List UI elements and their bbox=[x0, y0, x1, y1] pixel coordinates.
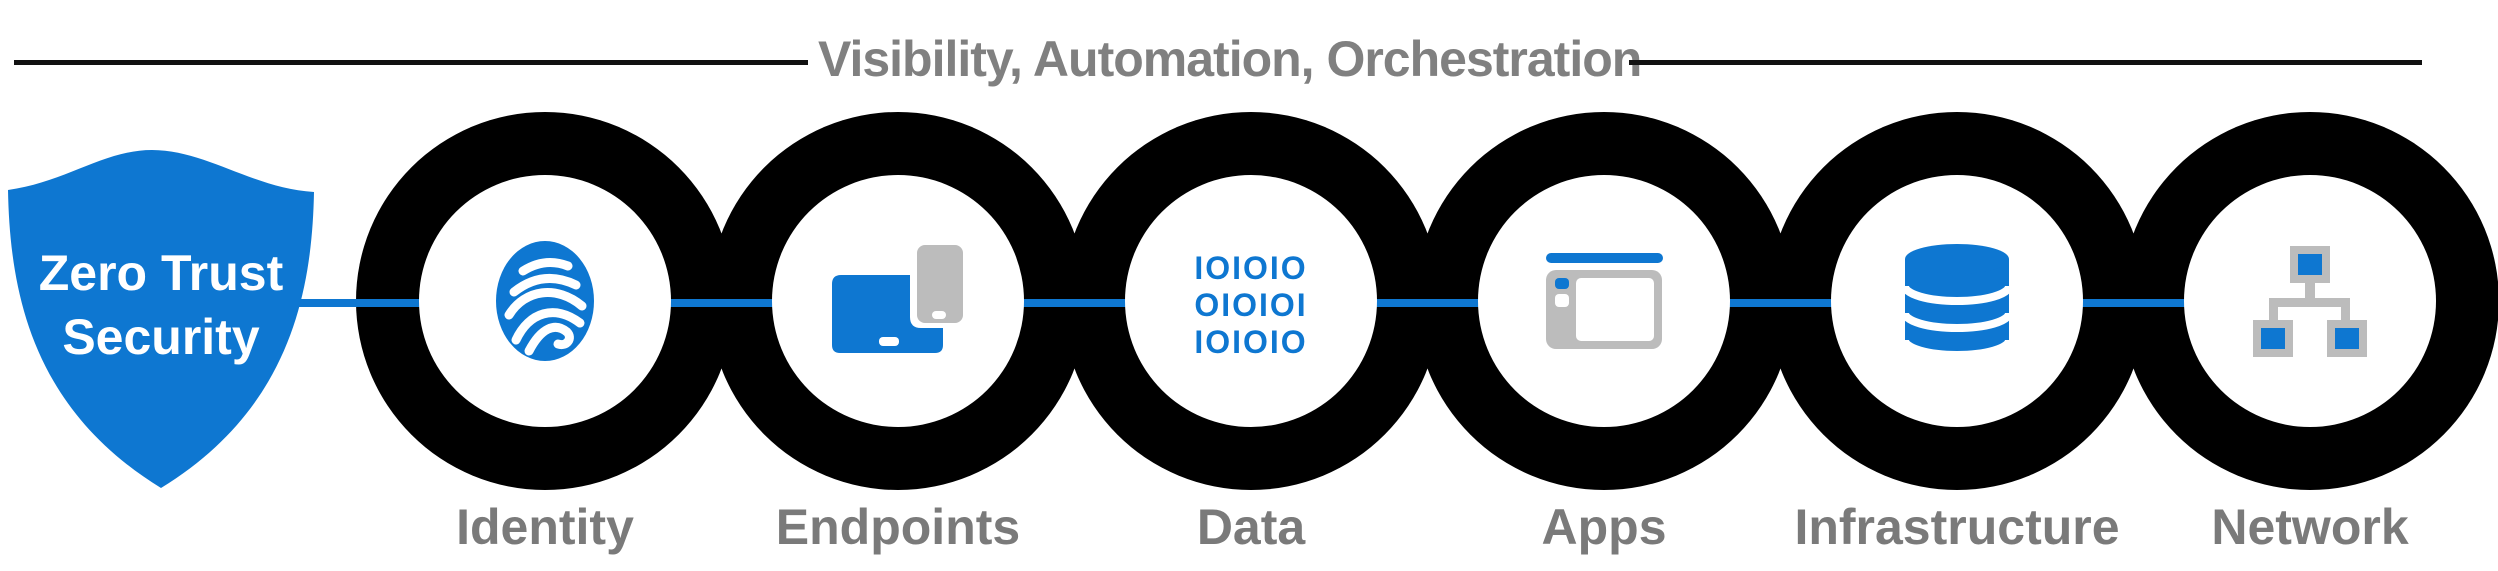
shield-text: Zero Trust Security bbox=[0, 241, 322, 369]
laptop-shape bbox=[832, 275, 943, 353]
node-label-endpoints: Endpoints bbox=[775, 499, 1021, 555]
binary-data-icon: IOIOIO OIOIOI IOIOIO bbox=[1194, 242, 1307, 361]
shield-text-line2: Security bbox=[62, 309, 260, 365]
diagram-title: Visibility, Automation, Orchestration bbox=[818, 31, 1642, 87]
devices-icon bbox=[832, 245, 963, 353]
shield-icon bbox=[8, 150, 314, 488]
header-rule-left bbox=[14, 60, 808, 65]
node-label-network: Network bbox=[2211, 499, 2409, 555]
node-identity bbox=[419, 175, 671, 427]
shield-text-line1: Zero Trust bbox=[38, 245, 284, 301]
node-network bbox=[2184, 175, 2436, 427]
binary-row: IOIOIO bbox=[1194, 323, 1308, 360]
database-icon bbox=[1904, 244, 2010, 359]
binary-row: OIOIOI bbox=[1194, 286, 1308, 323]
node-apps bbox=[1478, 175, 1730, 427]
node-endpoints bbox=[772, 175, 1024, 427]
node-label-data: Data bbox=[1196, 499, 1306, 555]
app-window-icon bbox=[1545, 253, 1663, 349]
header-rule-right bbox=[1629, 60, 2422, 65]
zero-trust-shield: Zero Trust Security bbox=[0, 146, 322, 492]
phone-shape bbox=[917, 245, 963, 323]
node-data: IOIOIO OIOIOI IOIOIO bbox=[1125, 175, 1377, 427]
node-infrastructure bbox=[1831, 175, 2083, 427]
node-label-identity: Identity bbox=[456, 499, 634, 555]
network-tree-icon bbox=[2253, 245, 2367, 357]
fingerprint-icon bbox=[496, 241, 594, 361]
node-label-apps: Apps bbox=[1541, 499, 1667, 555]
binary-row: IOIOIO bbox=[1194, 249, 1308, 286]
node-label-infrastructure: Infrastructure bbox=[1794, 499, 2120, 555]
